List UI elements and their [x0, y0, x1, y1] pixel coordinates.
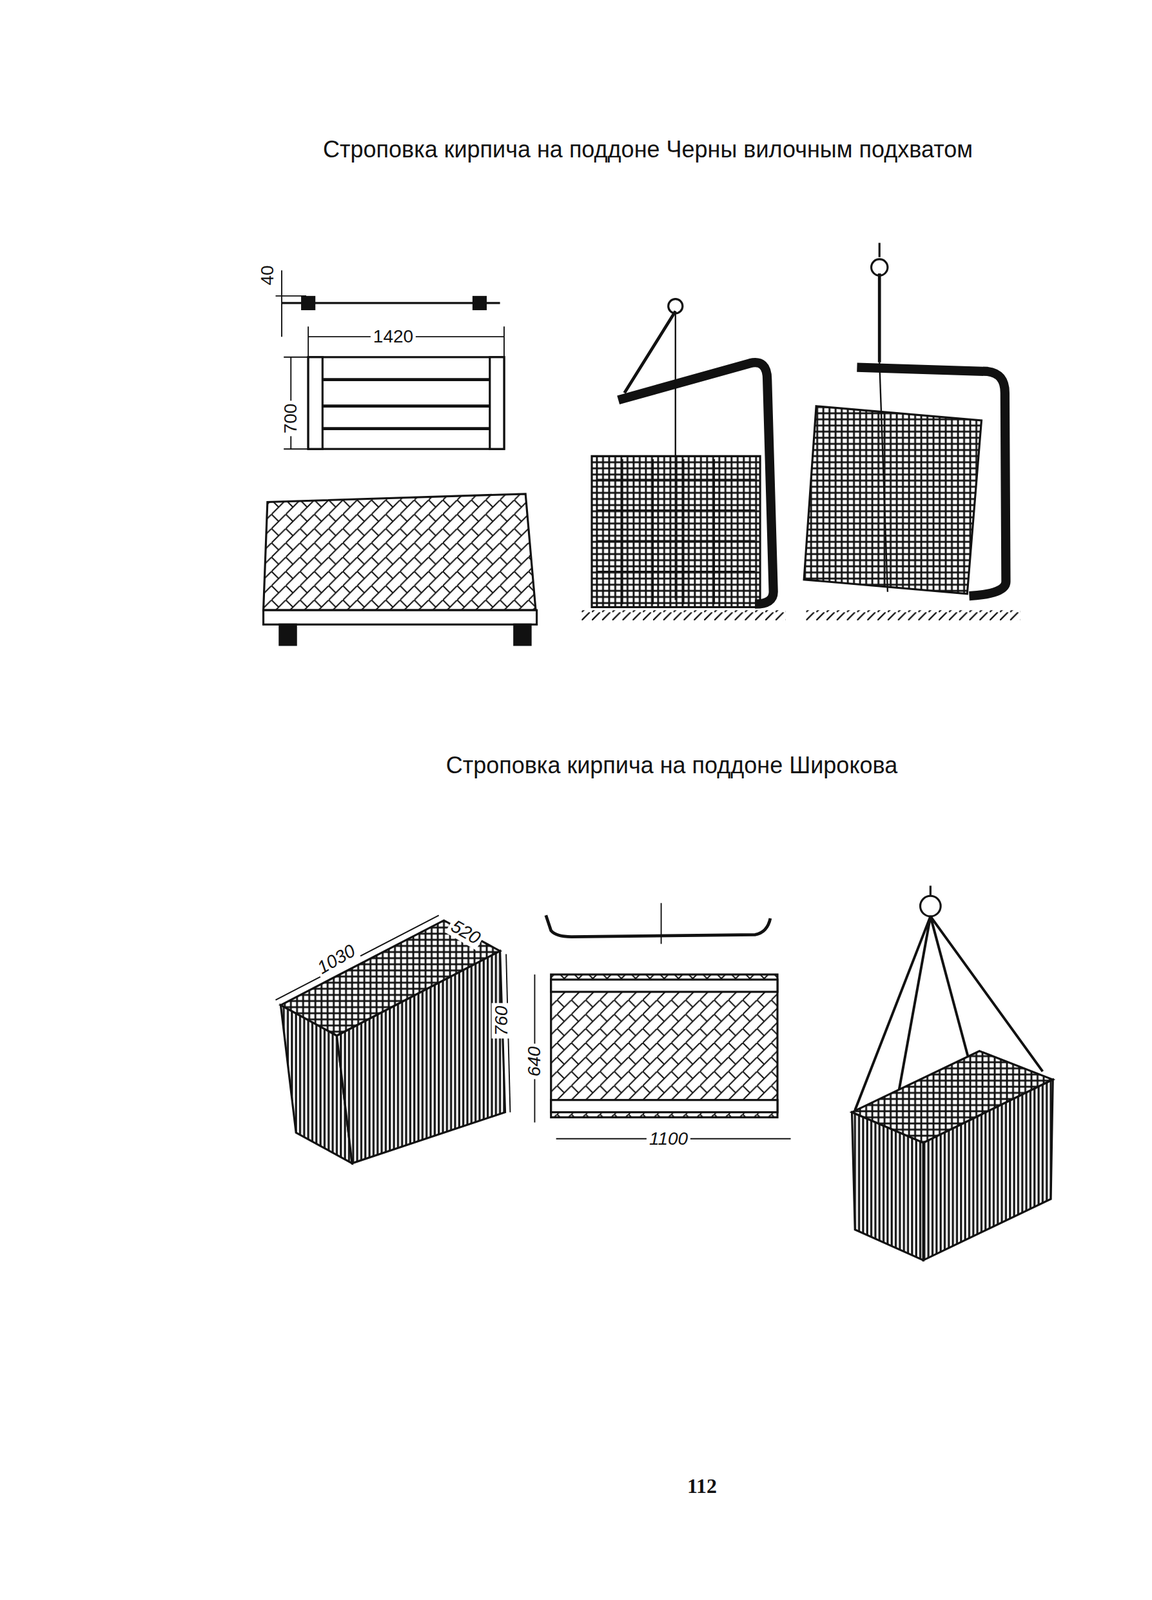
dimension: 700 [281, 400, 302, 437]
page-heading: Строповка кирпича на поддоне Черны вилоч… [322, 136, 973, 163]
section-heading: Строповка кирпича на поддоне Широкова [446, 752, 899, 779]
dimension: 1100 [646, 1128, 691, 1149]
page-number: 112 [687, 1474, 717, 1497]
dimension: 640 [524, 1043, 545, 1080]
dimension: 760 [491, 1003, 512, 1039]
dimension: 1420 [370, 326, 416, 347]
pallet-drawings [263, 243, 1054, 1261]
dimension: 40 [257, 262, 278, 288]
